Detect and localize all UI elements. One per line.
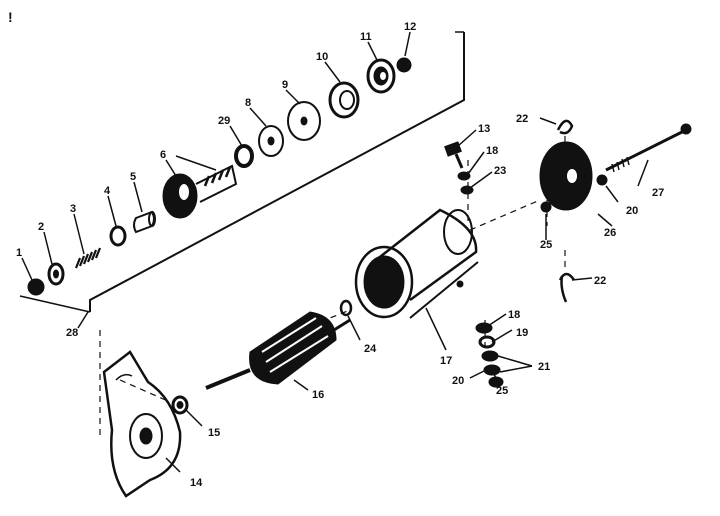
part-9-disk [287, 101, 321, 141]
corner-mark: ! [8, 9, 13, 25]
callout-28: 28 [66, 327, 78, 339]
callout-25-lower: 25 [496, 385, 508, 397]
part-5-sleeve [133, 210, 156, 234]
callout-9: 9 [282, 79, 288, 91]
part-16-armature [205, 311, 351, 390]
callout-19: 19 [516, 327, 528, 339]
callout-15: 15 [208, 427, 220, 439]
callout-5: 5 [130, 171, 136, 183]
part-22-clip-lower [558, 272, 576, 303]
callout-labels: 1 2 3 4 5 6 29 8 9 10 11 12 13 18 23 22 … [16, 21, 664, 489]
part-8-washer [258, 125, 284, 157]
part-12-nut [396, 57, 412, 73]
part-14-drive-housing [102, 350, 182, 498]
callout-11: 11 [360, 31, 372, 43]
callout-18-upper: 18 [486, 145, 498, 157]
part-4-collar [109, 225, 127, 247]
part-2-washer [47, 262, 65, 286]
part-22-clip-upper [556, 119, 574, 135]
callout-6: 6 [160, 149, 166, 161]
part-29-ring [234, 144, 254, 168]
callout-20-upper: 20 [626, 205, 638, 217]
callout-1: 1 [16, 247, 22, 259]
part-15-bushing [171, 395, 189, 415]
part-13-bolt [444, 141, 464, 169]
callout-18-lower: 18 [508, 309, 520, 321]
callout-22-upper: 22 [516, 113, 528, 125]
callout-21: 21 [538, 361, 550, 373]
part-10-ring [328, 81, 360, 119]
callout-12: 12 [404, 21, 416, 33]
part-19-washer [478, 335, 496, 349]
callout-17: 17 [440, 355, 452, 367]
callout-10: 10 [316, 51, 328, 63]
callout-2: 2 [38, 221, 44, 233]
callout-8: 8 [245, 97, 251, 109]
callout-29: 29 [218, 115, 230, 127]
part-1-nut [27, 278, 45, 296]
callout-13: 13 [478, 123, 490, 135]
part-20-nut-upper [596, 174, 608, 186]
kit-bracket [19, 31, 465, 313]
callout-14: 14 [190, 477, 203, 489]
part-25-nut-upper [540, 201, 552, 213]
callout-20-lower: 20 [452, 375, 464, 387]
callout-24: 24 [364, 343, 377, 355]
part-18-washer-upper [457, 171, 471, 181]
part-21-washer [481, 350, 499, 362]
callout-27: 27 [652, 187, 664, 199]
callout-25-upper: 25 [540, 239, 552, 251]
part-3-spring [74, 247, 102, 269]
callout-4: 4 [104, 185, 111, 197]
part-26-end-plate [539, 141, 593, 211]
part-6-pinion-gear [162, 164, 238, 219]
part-27-through-bolt [605, 123, 692, 173]
part-11-bearing [366, 58, 396, 94]
callout-23: 23 [494, 165, 506, 177]
callout-26: 26 [604, 227, 616, 239]
part-17-frame-housing [354, 208, 479, 319]
callout-22-lower: 22 [594, 275, 606, 287]
callout-16: 16 [312, 389, 324, 401]
leader-lines [21, 31, 649, 473]
part-24-ring [339, 299, 353, 317]
callout-3: 3 [70, 203, 76, 215]
